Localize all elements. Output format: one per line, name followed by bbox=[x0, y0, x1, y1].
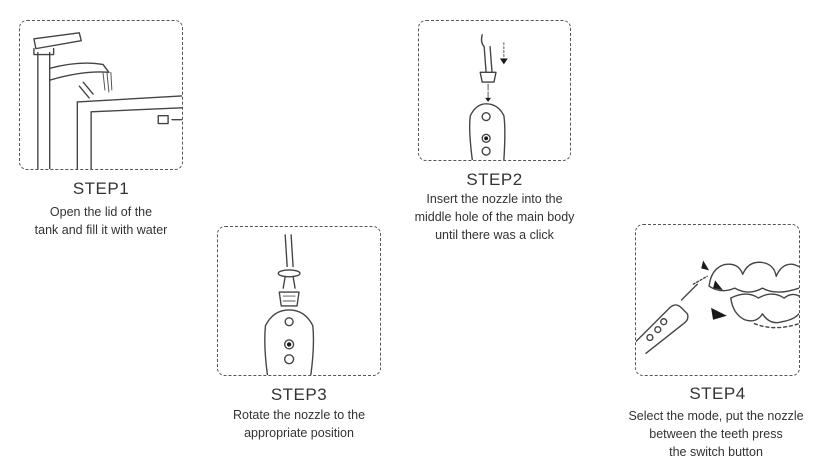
step3-description: Rotate the nozzle to the appropriate pos… bbox=[196, 406, 402, 442]
step1-title: STEP1 bbox=[72, 179, 130, 198]
faucet-filling-tank-illustration bbox=[33, 32, 182, 169]
step4-line-3: the switch button bbox=[669, 445, 763, 459]
nozzle-insertion-illustration bbox=[469, 34, 508, 160]
step2-title: STEP2 bbox=[466, 170, 523, 189]
step1-line-2: tank and fill it with water bbox=[34, 223, 168, 237]
step2-description: Insert the nozzle into the middle hole o… bbox=[392, 190, 597, 244]
step2-line-2: middle hole of the main body bbox=[414, 210, 575, 224]
step1-line-1: Open the lid of the bbox=[49, 205, 153, 219]
step4-title: STEP4 bbox=[689, 384, 746, 403]
step2-illustration-frame bbox=[418, 20, 571, 161]
step2-line-1: Insert the nozzle into the bbox=[426, 192, 563, 206]
step1-illustration-frame bbox=[19, 20, 183, 170]
step3-title: STEP3 bbox=[270, 385, 328, 404]
step2-line-3: until there was a click bbox=[435, 228, 554, 242]
step4-line-1: Select the mode, put the nozzle bbox=[628, 409, 804, 423]
teeth-cleaning-illustration bbox=[636, 260, 799, 354]
step4-line-2: between the teeth press bbox=[649, 427, 783, 441]
step4-illustration-frame bbox=[635, 224, 800, 376]
step4-description: Select the mode, put the nozzle between … bbox=[612, 407, 820, 461]
nozzle-rotation-illustration bbox=[264, 234, 315, 375]
step3-line-1: Rotate the nozzle to the bbox=[232, 408, 366, 422]
step3-line-2: appropriate position bbox=[244, 426, 354, 440]
step3-illustration-frame bbox=[217, 226, 381, 376]
step1-description: Open the lid of the tank and fill it wit… bbox=[0, 203, 202, 239]
